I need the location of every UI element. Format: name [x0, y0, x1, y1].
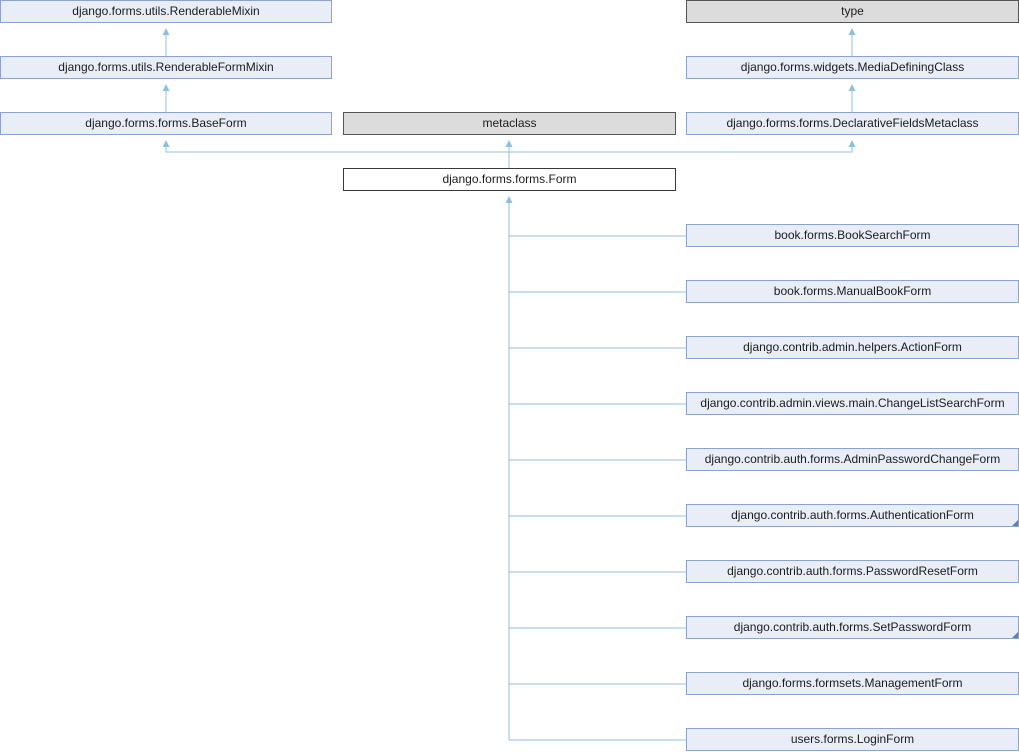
- node-media-defining-class[interactable]: django.forms.widgets.MediaDefiningClass: [686, 56, 1019, 79]
- node-type: type: [686, 0, 1019, 23]
- has-more-subclasses-marker: [1012, 632, 1018, 638]
- node-subclass[interactable]: users.forms.LoginForm: [686, 728, 1019, 751]
- node-renderable-form-mixin[interactable]: django.forms.utils.RenderableFormMixin: [0, 56, 332, 79]
- node-subclass[interactable]: django.contrib.admin.helpers.ActionForm: [686, 336, 1019, 359]
- node-subclass[interactable]: django.contrib.auth.forms.PasswordResetF…: [686, 560, 1019, 583]
- node-subclass[interactable]: django.contrib.auth.forms.AdminPasswordC…: [686, 448, 1019, 471]
- node-form-current: django.forms.forms.Form: [343, 168, 676, 191]
- node-metaclass: metaclass: [343, 112, 676, 135]
- node-base-form[interactable]: django.forms.forms.BaseForm: [0, 112, 332, 135]
- node-renderable-mixin[interactable]: django.forms.utils.RenderableMixin: [0, 0, 332, 23]
- has-more-subclasses-marker: [1012, 520, 1018, 526]
- node-subclass[interactable]: django.contrib.auth.forms.Authentication…: [686, 504, 1019, 527]
- node-declarative-fields-metaclass[interactable]: django.forms.forms.DeclarativeFieldsMeta…: [686, 112, 1019, 135]
- node-subclass[interactable]: django.contrib.admin.views.main.ChangeLi…: [686, 392, 1019, 415]
- node-subclass[interactable]: django.forms.formsets.ManagementForm: [686, 672, 1019, 695]
- node-subclass[interactable]: django.contrib.auth.forms.SetPasswordFor…: [686, 616, 1019, 639]
- node-subclass[interactable]: book.forms.BookSearchForm: [686, 224, 1019, 247]
- node-subclass[interactable]: book.forms.ManualBookForm: [686, 280, 1019, 303]
